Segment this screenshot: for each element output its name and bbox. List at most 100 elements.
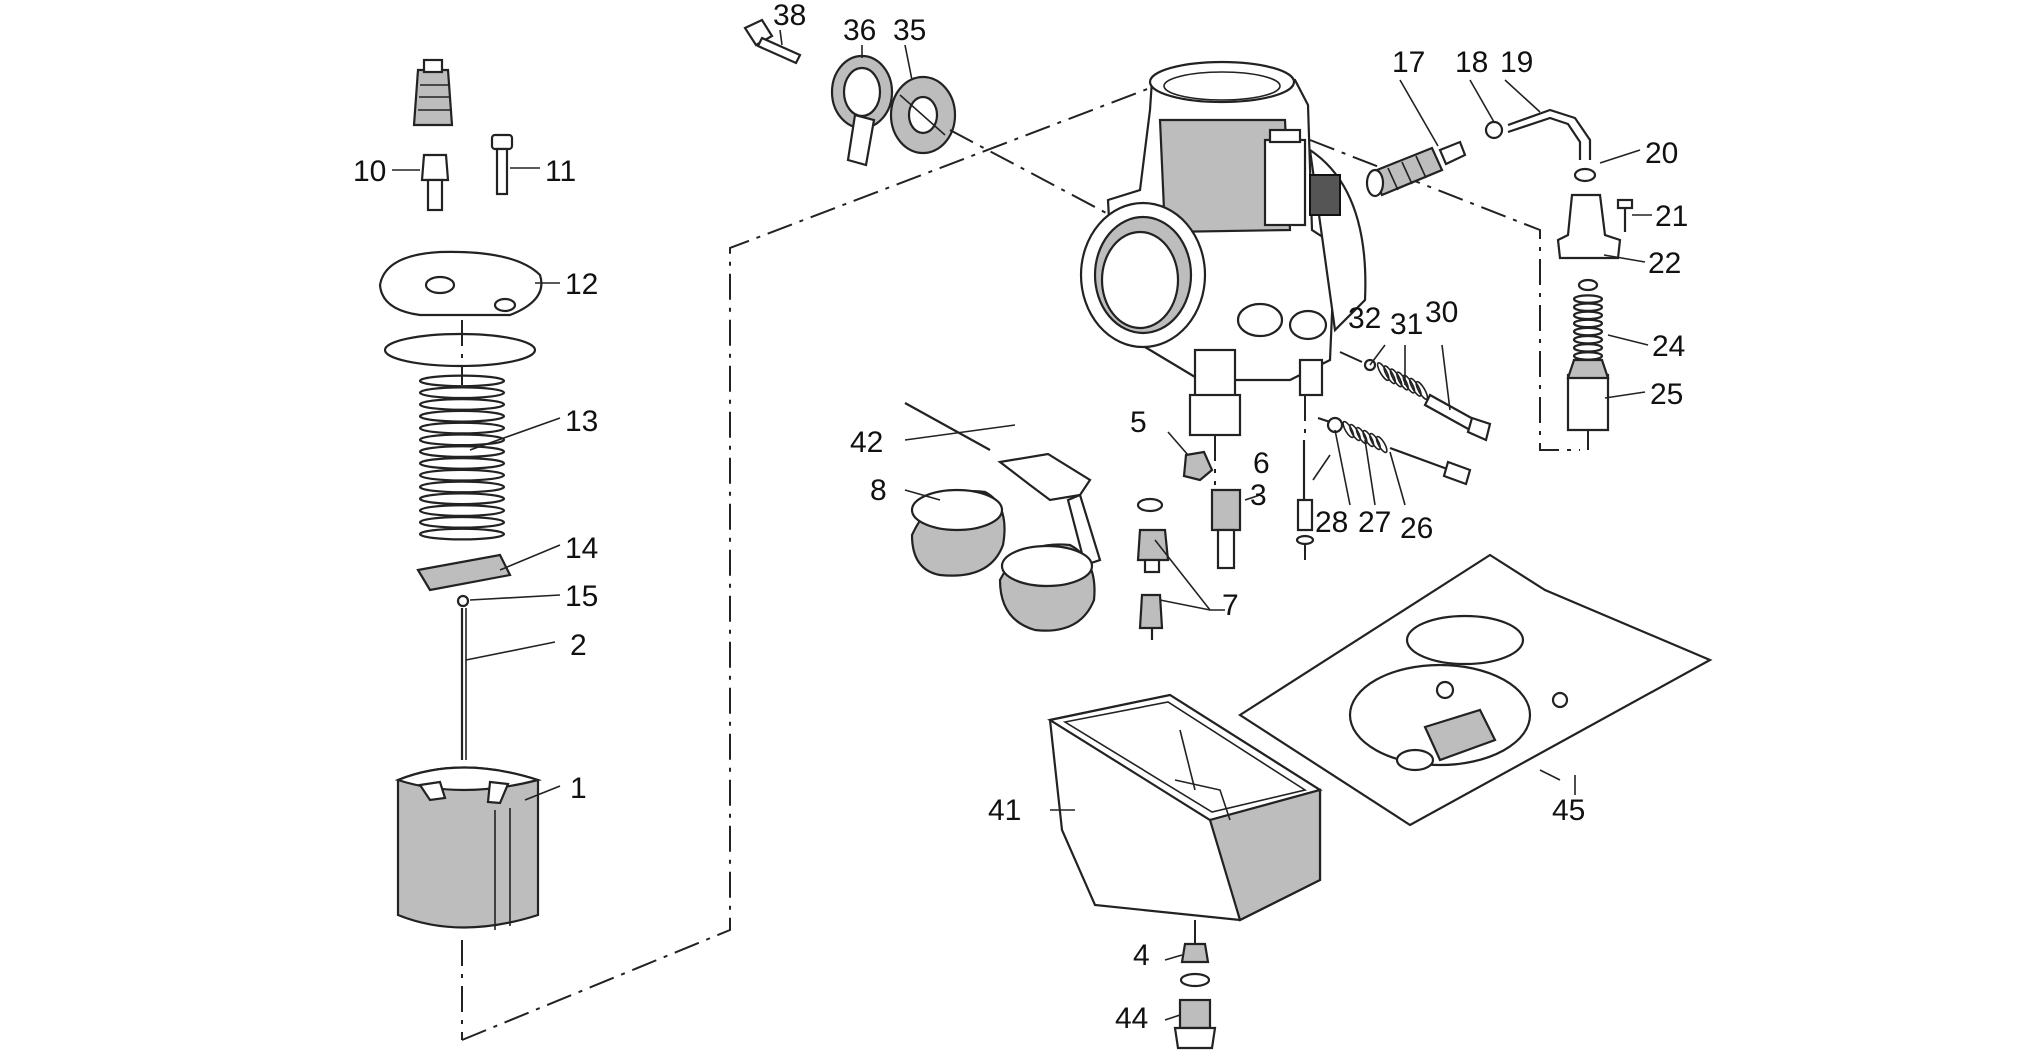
spring-coil bbox=[418, 445, 506, 459]
part-5-nut bbox=[1182, 450, 1214, 482]
part-26-screw bbox=[1389, 446, 1472, 486]
part-6-jet bbox=[1295, 440, 1315, 546]
label-part-27: 27 bbox=[1358, 506, 1391, 539]
centerline-cap bbox=[949, 129, 1111, 216]
centerline-to-body bbox=[461, 87, 1151, 1041]
label-part-20: 20 bbox=[1645, 137, 1678, 170]
part-8-float bbox=[910, 452, 1102, 632]
centerline-30 bbox=[1339, 351, 1363, 363]
spring-coil bbox=[418, 433, 506, 447]
part-3-main-jet bbox=[1210, 488, 1242, 570]
label-part-41: 41 bbox=[988, 794, 1021, 827]
centerline-body-right bbox=[1309, 139, 1580, 451]
label-part-44: 44 bbox=[1115, 1002, 1148, 1035]
part-7-needle-jet bbox=[1136, 497, 1170, 640]
label-part-19: 19 bbox=[1500, 46, 1533, 79]
label-part-22: 22 bbox=[1648, 247, 1681, 280]
part-21-screw bbox=[1616, 198, 1634, 232]
centerline-26 bbox=[1317, 417, 1331, 423]
part-31-spring bbox=[1376, 361, 1429, 401]
part-10-cap bbox=[412, 58, 454, 212]
part-35-cap bbox=[889, 75, 957, 155]
spring-coil bbox=[418, 527, 506, 541]
part-42-pin bbox=[904, 402, 991, 451]
label-part-11: 11 bbox=[545, 155, 576, 188]
spring-coil bbox=[1572, 343, 1604, 353]
spring-coil bbox=[418, 421, 506, 435]
label-part-45: 45 bbox=[1552, 794, 1585, 827]
label-part-17: 17 bbox=[1392, 46, 1425, 79]
label-part-1: 1 bbox=[570, 772, 587, 805]
label-part-35: 35 bbox=[893, 14, 926, 47]
part-1-throttle-slide bbox=[394, 766, 542, 930]
spring-coil bbox=[418, 492, 506, 506]
part-25-plunger bbox=[1566, 358, 1610, 432]
spring-coil bbox=[1342, 420, 1355, 439]
spring-coil bbox=[418, 398, 506, 411]
part-2-needle bbox=[460, 608, 467, 760]
label-part-10: 10 bbox=[353, 155, 386, 188]
label-part-2: 2 bbox=[570, 629, 587, 662]
part-11-screw bbox=[490, 133, 514, 196]
part-22-body bbox=[1556, 193, 1622, 260]
spring-coil bbox=[1408, 377, 1422, 397]
o-ring-small bbox=[1577, 278, 1599, 292]
label-part-8: 8 bbox=[870, 474, 887, 507]
label-part-6: 6 bbox=[1253, 447, 1270, 480]
spring-coil bbox=[1572, 318, 1604, 329]
part-45-gasket-kit bbox=[1237, 553, 1713, 827]
spring-coil bbox=[1376, 361, 1390, 382]
part-41-float-bowl bbox=[1047, 693, 1323, 922]
spring-coil bbox=[1349, 423, 1361, 442]
spring-coil bbox=[418, 480, 506, 494]
spring-coil bbox=[418, 409, 506, 423]
leader-lines bbox=[392, 29, 1652, 1021]
spring-coil bbox=[1572, 334, 1604, 345]
spring-coil bbox=[418, 504, 506, 517]
label-part-28: 28 bbox=[1315, 506, 1348, 539]
spring-coil bbox=[1572, 294, 1604, 304]
part-15-clip bbox=[456, 594, 470, 608]
carburetor-body bbox=[1079, 60, 1367, 437]
label-part-31: 31 bbox=[1390, 308, 1423, 341]
part-14-plate bbox=[416, 553, 512, 592]
spring-coil bbox=[1572, 326, 1604, 337]
spring-coil bbox=[418, 515, 506, 529]
label-part-42: 42 bbox=[850, 426, 883, 459]
label-part-15: 15 bbox=[565, 580, 598, 613]
part-4-drain-screw bbox=[1179, 942, 1211, 988]
spring-coil bbox=[1375, 435, 1388, 454]
label-part-12: 12 bbox=[565, 268, 598, 301]
o-ring bbox=[383, 332, 537, 368]
part-30-screw bbox=[1423, 393, 1492, 442]
label-part-3: 3 bbox=[1250, 479, 1267, 512]
part-12-top-cover bbox=[378, 250, 543, 317]
label-part-14: 14 bbox=[565, 532, 598, 565]
label-part-5: 5 bbox=[1130, 406, 1147, 439]
spring-coil bbox=[1572, 310, 1604, 321]
part-28-washer bbox=[1326, 416, 1344, 434]
spring-coil bbox=[1402, 374, 1416, 394]
label-part-25: 25 bbox=[1650, 378, 1683, 411]
spring-coil bbox=[1572, 302, 1604, 312]
spring-coil bbox=[1383, 365, 1397, 385]
part-19-cable bbox=[1507, 108, 1592, 160]
spring-coil bbox=[418, 386, 506, 400]
part-number-labels: 10 11 12 13 14 15 2 1 38 36 35 17 18 19 … bbox=[353, 0, 1688, 1035]
part-24-spring bbox=[1572, 294, 1604, 361]
part-44-plug bbox=[1173, 998, 1217, 1050]
label-part-24: 24 bbox=[1652, 330, 1685, 363]
part-20-washer bbox=[1573, 167, 1597, 183]
spring-coil bbox=[418, 456, 506, 470]
spring-coil bbox=[1369, 432, 1381, 451]
part-18-washer bbox=[1484, 120, 1504, 140]
label-part-18: 18 bbox=[1455, 46, 1488, 79]
part-36-cable-guide bbox=[830, 54, 894, 167]
label-part-38: 38 bbox=[773, 0, 806, 32]
part-27-spring bbox=[1342, 420, 1388, 454]
part-17-plunger bbox=[1365, 140, 1467, 198]
spring-coil bbox=[1572, 351, 1604, 361]
part-13-spring bbox=[418, 374, 506, 541]
label-part-4: 4 bbox=[1133, 939, 1150, 972]
